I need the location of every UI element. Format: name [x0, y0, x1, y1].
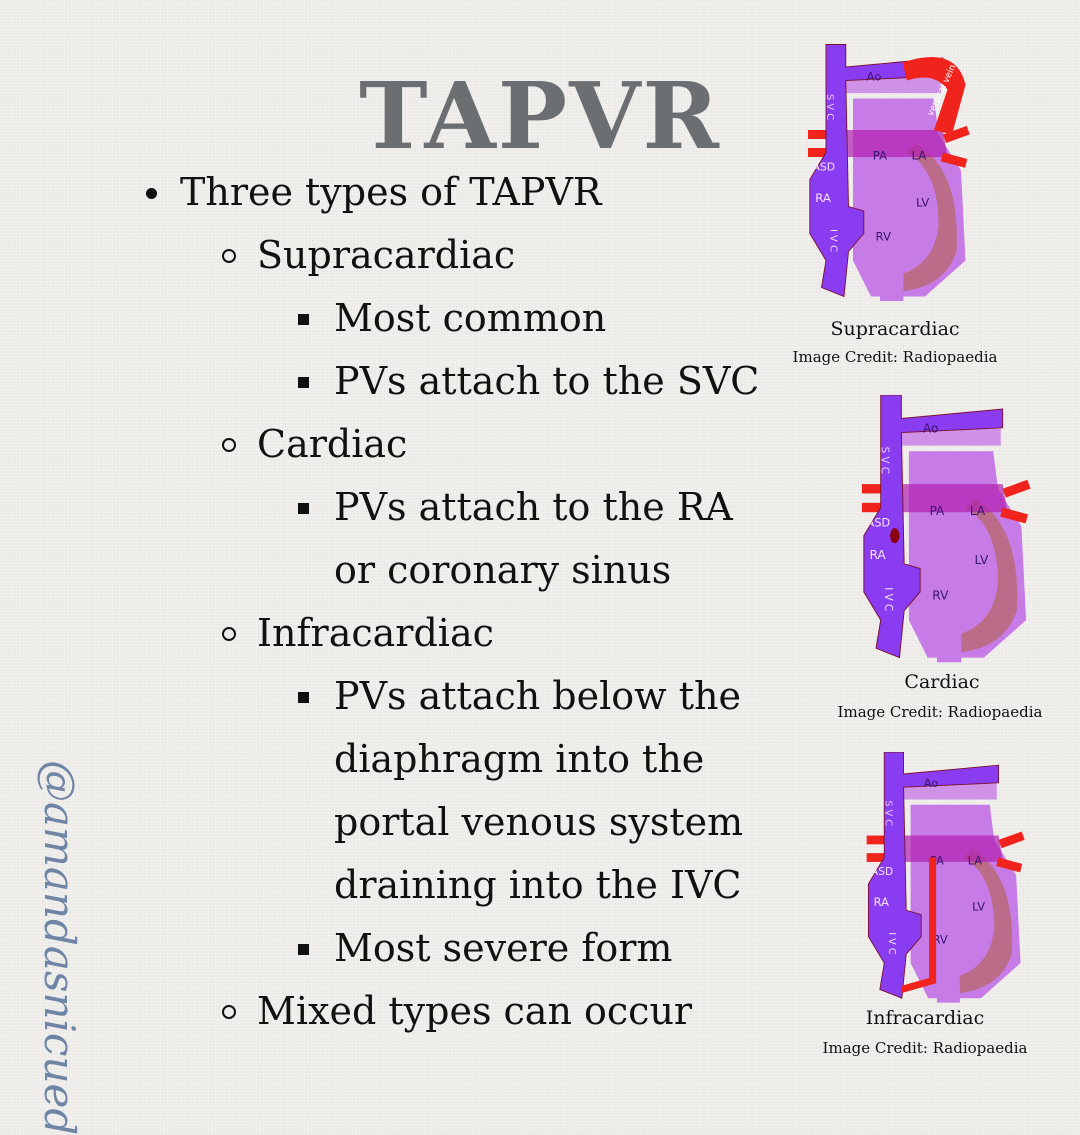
svg-text:S V C: S V C: [882, 800, 893, 826]
bullet-circle-icon: [222, 438, 236, 452]
bullet-item: or coronary sinus: [334, 539, 671, 602]
diagram-caption: Infracardiac: [865, 1007, 985, 1029]
svg-text:Ao: Ao: [867, 70, 882, 84]
bullet-item: Most severe form: [298, 917, 673, 980]
bullet-square-icon: [298, 692, 309, 703]
bullet-item: Mixed types can occur: [222, 980, 693, 1043]
bullet-text: PVs attach to the RA: [334, 485, 733, 529]
svg-text:LV: LV: [916, 196, 929, 210]
svg-text:LV: LV: [972, 899, 985, 913]
svg-text:RA: RA: [869, 548, 886, 562]
svg-text:RV: RV: [933, 933, 948, 947]
bullet-text: Mixed types can occur: [257, 989, 693, 1033]
bullet-item: portal venous system: [334, 791, 743, 854]
bullet-item: Infracardiac: [222, 602, 494, 665]
bullet-text: Supracardiac: [257, 233, 516, 277]
diagram-credit: Image Credit: Radiopaedia: [792, 348, 998, 366]
bullet-circle-icon: [222, 627, 236, 641]
bullet-item: draining into the IVC: [334, 854, 742, 917]
svg-text:RV: RV: [876, 230, 891, 244]
svg-text:ASD: ASD: [867, 516, 891, 529]
bullet-text: PVs attach to the SVC: [334, 359, 760, 403]
svg-text:PA: PA: [873, 149, 887, 163]
svg-text:LA: LA: [912, 149, 927, 163]
svg-text:RA: RA: [874, 895, 889, 909]
svg-text:I V C: I V C: [882, 587, 894, 611]
svg-text:RV: RV: [932, 588, 949, 602]
bullet-item: Cardiac: [222, 413, 408, 476]
bullet-item: Supracardiac: [222, 224, 516, 287]
bullet-item: Three types of TAPVR: [146, 161, 602, 224]
svg-text:RA: RA: [815, 191, 831, 205]
bullet-text: diaphragm into the: [334, 737, 705, 781]
bullet-item: PVs attach to the RA: [298, 476, 733, 539]
diagram-caption: Cardiac: [904, 671, 980, 693]
page-title: TAPVR: [359, 62, 721, 170]
svg-text:LV: LV: [975, 553, 989, 567]
diagram-caption: Supracardiac: [830, 318, 960, 340]
bullet-square-icon: [298, 944, 309, 955]
bullet-text: PVs attach below the: [334, 674, 741, 718]
diagram-credit: Image Credit: Radiopaedia: [837, 703, 1043, 721]
svg-text:ASD: ASD: [871, 866, 893, 878]
bullet-item: PVs attach below the: [298, 665, 741, 728]
cardiac-diagram: S V C Ao ASD PA LA RA LV RV I V C: [842, 394, 1032, 667]
descending-vein: [900, 857, 937, 993]
svg-text:S V C: S V C: [824, 94, 835, 120]
bullet-circle-icon: [222, 1005, 236, 1019]
infracardiac-diagram: S V C Ao ASD PA LA RA LV RV I V C: [842, 751, 1032, 1007]
heart-diagram-icon: S V C Ao ASD PA LA RA LV RV I V C vertic…: [808, 44, 970, 301]
bullet-dot-icon: [146, 188, 157, 199]
bullet-text: or coronary sinus: [334, 548, 672, 592]
heart-diagram-icon: S V C Ao ASD PA LA RA LV RV I V C: [866, 751, 1025, 1003]
bullet-text: Infracardiac: [257, 611, 494, 655]
bullet-text: draining into the IVC: [334, 863, 742, 907]
bullet-text: Most common: [334, 296, 607, 340]
bullet-square-icon: [298, 377, 309, 388]
svg-text:S V C: S V C: [878, 447, 890, 474]
bullet-square-icon: [298, 314, 309, 325]
bullet-text: Three types of TAPVR: [180, 170, 602, 214]
bullet-text: Most severe form: [334, 926, 673, 970]
heart-diagram-icon: S V C Ao ASD PA LA RA LV RV I V C: [861, 394, 1031, 663]
bullet-square-icon: [298, 503, 309, 514]
svg-text:Ao: Ao: [923, 422, 939, 436]
coronary-sinus-mark: [890, 528, 900, 544]
bullet-item: Most common: [298, 287, 607, 350]
svg-text:PA: PA: [929, 504, 945, 518]
svg-text:ASD: ASD: [813, 161, 836, 174]
svg-text:LA: LA: [968, 854, 983, 868]
supracardiac-diagram: S V C Ao ASD PA LA RA LV RV I V C vertic…: [790, 36, 970, 314]
diagram-credit: Image Credit: Radiopaedia: [822, 1039, 1028, 1057]
svg-text:I V C: I V C: [828, 229, 839, 252]
bullet-item: diaphragm into the: [334, 728, 704, 791]
svg-text:Ao: Ao: [924, 776, 939, 790]
bullet-circle-icon: [222, 249, 236, 263]
svg-text:LA: LA: [970, 504, 986, 518]
svg-text:I V C: I V C: [886, 932, 897, 955]
watermark-handle: @amandasnicued: [35, 760, 84, 1135]
bullet-item: PVs attach to the SVC: [298, 350, 760, 413]
bullet-text: portal venous system: [334, 800, 744, 844]
bullet-text: Cardiac: [257, 422, 408, 466]
